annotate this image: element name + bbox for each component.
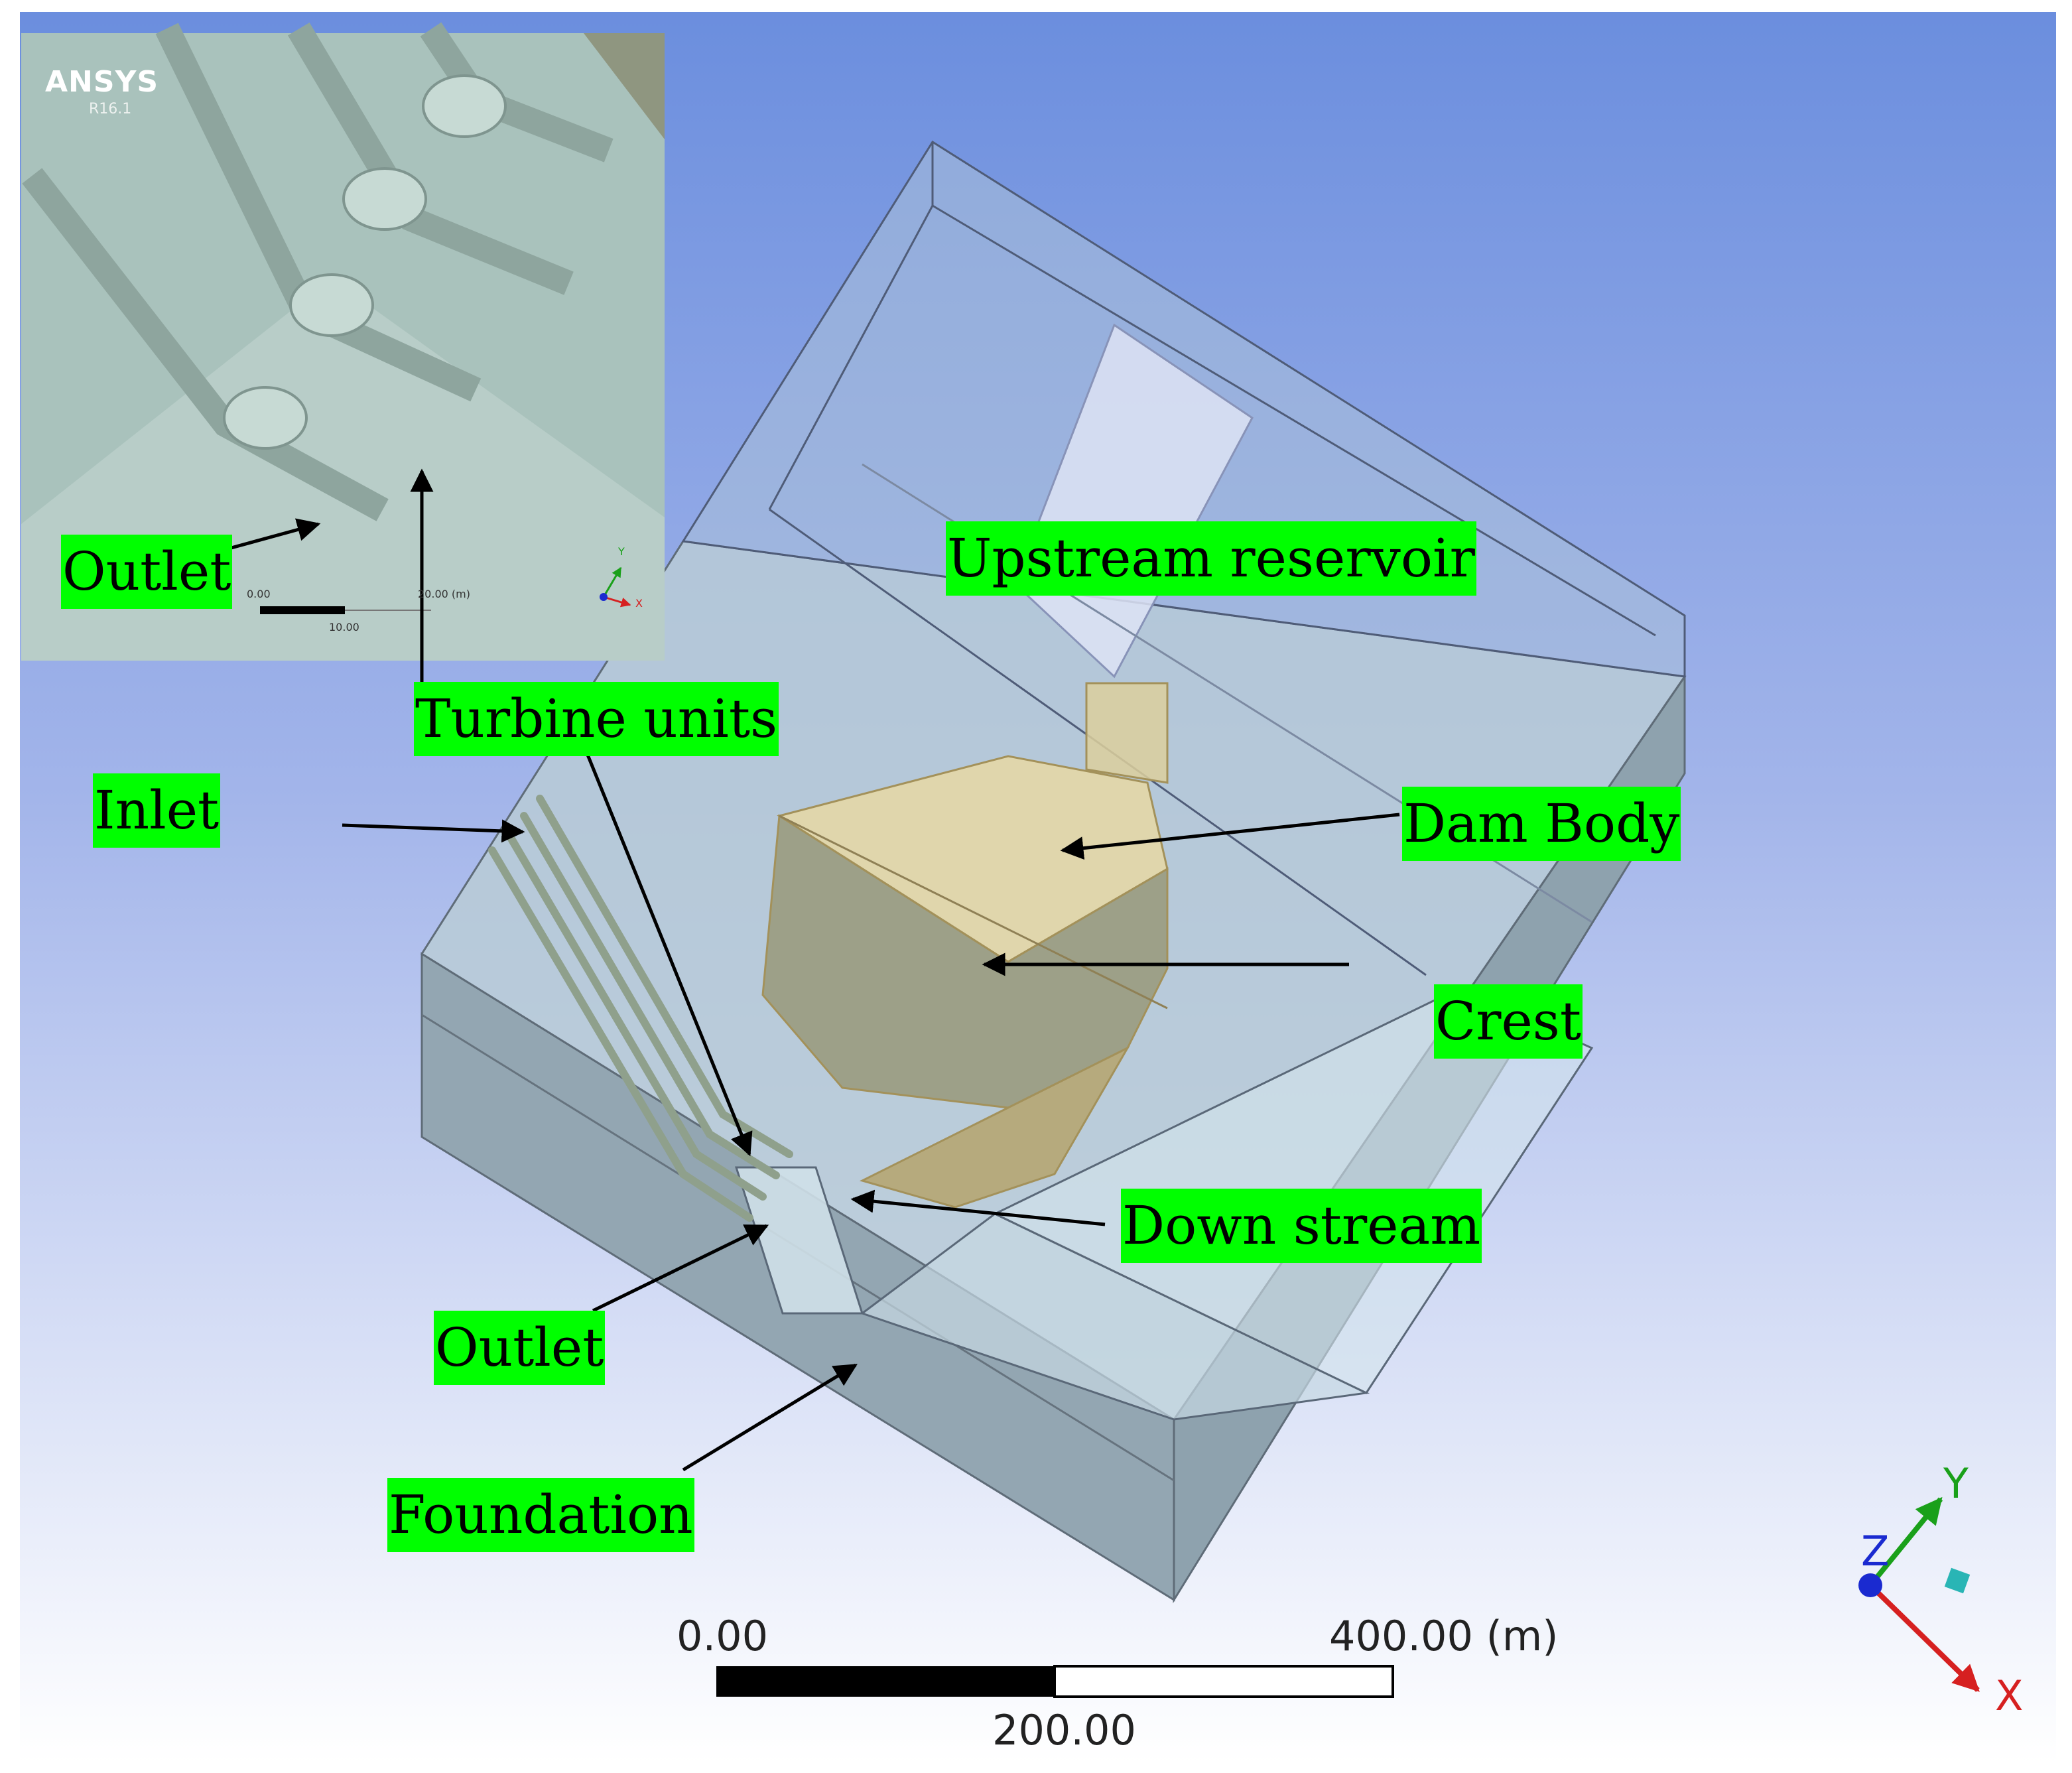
label-outlet-inset: Outlet	[61, 535, 233, 609]
triad-z-label: Z	[1861, 1527, 1890, 1575]
arrow-turbine-units	[586, 754, 753, 1157]
arrow-outlet	[592, 1224, 769, 1313]
triad-y-label: Y	[1943, 1459, 1969, 1508]
label-inlet: Inlet	[93, 773, 221, 848]
label-turbine-units: Turbine units	[414, 682, 779, 756]
triad-x-label: X	[1995, 1672, 2024, 1720]
inset-brand: ANSYS	[45, 65, 159, 99]
dam-body[interactable]	[761, 682, 1169, 1209]
inset-scale-start: 0.00	[247, 588, 271, 600]
arrow-down-stream	[850, 1189, 1106, 1226]
label-foundation: Foundation	[387, 1478, 694, 1552]
arrow-dam-body	[1060, 813, 1400, 860]
arrow-inlet	[342, 819, 525, 843]
label-upstream-reservoir: Upstream reservoir	[946, 521, 1476, 596]
scale-end: 400.00 (m)	[1329, 1612, 1559, 1660]
inset-triad-y: Y	[618, 545, 625, 558]
annotation-arrows	[221, 468, 1400, 1472]
label-dam-body: Dam Body	[1402, 787, 1681, 861]
penstock-lines	[488, 795, 793, 1222]
scale-start: 0.00	[677, 1612, 769, 1660]
arrow-outlet-inset	[221, 518, 321, 553]
inset-axis-triad	[600, 566, 631, 608]
axis-triad	[1858, 1496, 1980, 1692]
inset-triad-x: X	[635, 597, 643, 610]
inset-scale-end: 20.00 (m)	[418, 588, 470, 600]
scale-bar	[716, 1665, 1394, 1698]
inset-version: R16.1	[89, 101, 132, 117]
scale-mid: 200.00	[992, 1706, 1136, 1754]
label-down-stream: Down stream	[1121, 1189, 1482, 1263]
arrow-foundation	[682, 1363, 858, 1472]
label-crest: Crest	[1434, 984, 1583, 1059]
label-outlet: Outlet	[434, 1311, 606, 1385]
inset-scale-mid: 10.00	[329, 621, 359, 633]
